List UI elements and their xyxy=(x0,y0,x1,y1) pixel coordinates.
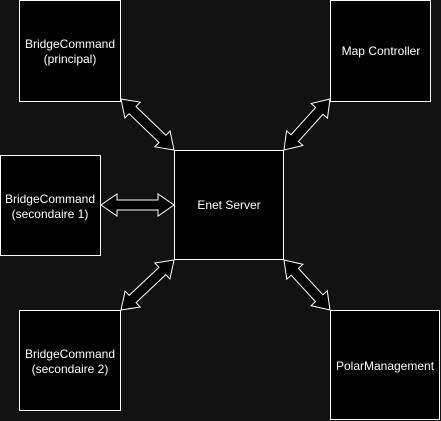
connectors xyxy=(100,98,331,311)
connector-arrow-secondaire2-enet-server xyxy=(120,259,175,311)
node-label-enet-server: Enet Server xyxy=(197,198,260,212)
node-label-polar-management: PolarManagement xyxy=(336,359,435,373)
connector-arrow-polar-management-enet-server xyxy=(283,259,331,311)
node-bridgecommand-principal: BridgeCommand (principal) xyxy=(19,0,121,102)
node-bridgecommand-secondaire-2: BridgeCommand (secondaire 2) xyxy=(19,310,121,411)
connector-arrow-map-controller-enet-server xyxy=(283,98,331,151)
node-label-secondaire1-line1: BridgeCommand xyxy=(5,192,95,206)
node-map-controller: Map Controller xyxy=(330,0,431,102)
node-label-secondaire1-line2: (secondaire 1) xyxy=(12,207,89,221)
node-label-principal-line2: (principal) xyxy=(44,52,97,66)
node-label-principal-line1: BridgeCommand xyxy=(25,37,115,51)
node-label-secondaire2-line2: (secondaire 2) xyxy=(32,362,109,376)
node-polar-management: PolarManagement xyxy=(330,310,440,420)
node-label-map-controller: Map Controller xyxy=(342,44,421,58)
node-bridgecommand-secondaire-1: BridgeCommand (secondaire 1) xyxy=(0,155,101,256)
node-enet-server: Enet Server xyxy=(174,150,284,260)
node-label-secondaire2-line1: BridgeCommand xyxy=(25,347,115,361)
connector-arrow-secondaire1-enet-server xyxy=(100,193,175,217)
connector-arrow-principal-enet-server xyxy=(120,98,175,151)
